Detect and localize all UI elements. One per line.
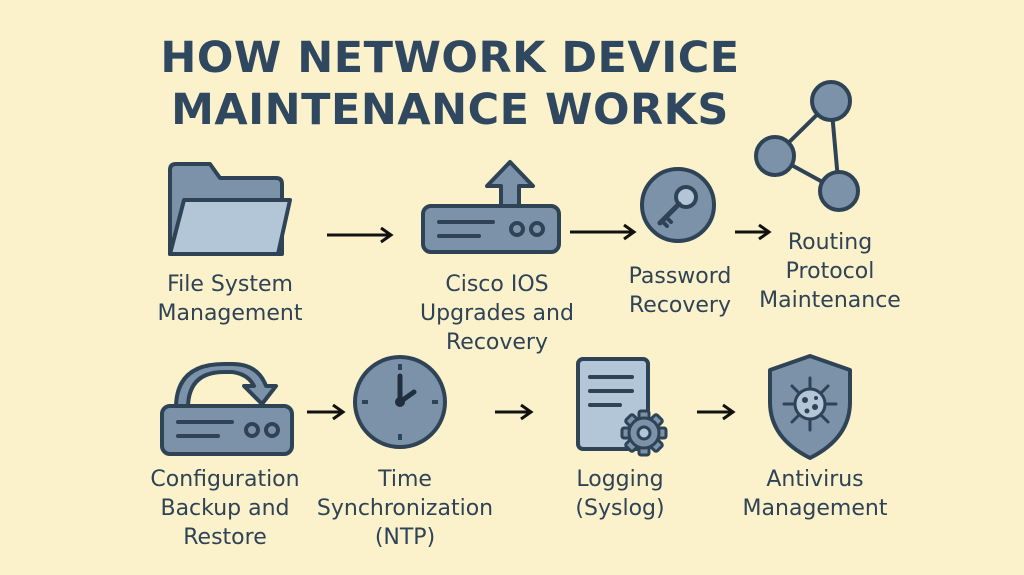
flow-arrow	[735, 223, 772, 241]
step-label-routing-protocol: Routing Protocol Maintenance	[759, 230, 901, 313]
step-label-logging: Logging (Syslog)	[575, 467, 665, 521]
flow-arrow	[697, 403, 736, 421]
title-line-2: MAINTENANCE WORKS	[171, 85, 729, 135]
clock-icon	[353, 355, 447, 449]
step-label-file-system: File System Management	[157, 272, 303, 326]
step-label-config-backup: Configuration Backup and Restore	[150, 467, 300, 550]
step-label-time-sync: Time Synchronization (NTP)	[316, 467, 494, 550]
router-backup-icon	[160, 362, 294, 456]
flow-arrow	[495, 403, 534, 421]
step-label-antivirus: Antivirus Management	[742, 467, 888, 521]
folder-icon	[168, 162, 292, 256]
network-nodes-icon	[754, 80, 860, 212]
step-label-password-recovery: Password Recovery	[628, 264, 732, 318]
shield-virus-icon	[768, 354, 852, 460]
router-upload-icon	[421, 160, 561, 254]
flow-arrow	[307, 403, 346, 421]
page-title: HOW NETWORK DEVICE MAINTENANCE WORKS	[0, 32, 900, 136]
flow-arrow	[327, 226, 394, 244]
flow-arrow	[570, 223, 637, 241]
step-label-ios-upgrades: Cisco IOS Upgrades and Recovery	[420, 272, 574, 355]
key-icon	[640, 167, 716, 243]
title-line-1: HOW NETWORK DEVICE	[160, 33, 740, 83]
document-gear-icon	[576, 357, 668, 457]
